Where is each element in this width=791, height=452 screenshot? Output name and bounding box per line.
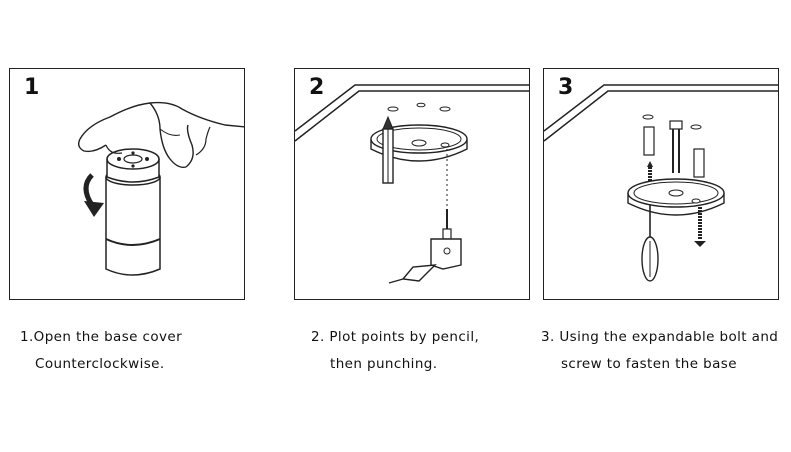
step-1-caption-line2: Counterclockwise.: [35, 356, 165, 372]
step-1-caption-line1: 1.Open the base cover: [20, 329, 183, 345]
step-3-caption-line1: 3. Using the expandable bolt and: [541, 329, 779, 345]
step-2-caption-line2: then punching.: [330, 356, 438, 372]
step-1-panel: 1: [9, 68, 245, 300]
step-3-caption: 3. Using the expandable bolt and screw t…: [541, 324, 778, 378]
step-1-number: 1: [24, 75, 40, 100]
step-3-number: 3: [558, 75, 574, 100]
step-2-number: 2: [309, 75, 325, 100]
step-3-illustration: [544, 84, 778, 282]
step-3-caption-line2: screw to fasten the base: [561, 356, 737, 372]
step-2-caption-line1: 2. Plot points by pencil,: [311, 329, 480, 345]
step-1-caption: 1.Open the base cover Counterclockwise.: [20, 324, 182, 378]
step-1-illustration: [77, 101, 244, 276]
step-2-illustration: [295, 84, 529, 284]
step-3-panel: 3: [543, 68, 779, 300]
step-2-panel: 2: [294, 68, 530, 300]
step-2-caption: 2. Plot points by pencil, then punching.: [311, 324, 479, 378]
